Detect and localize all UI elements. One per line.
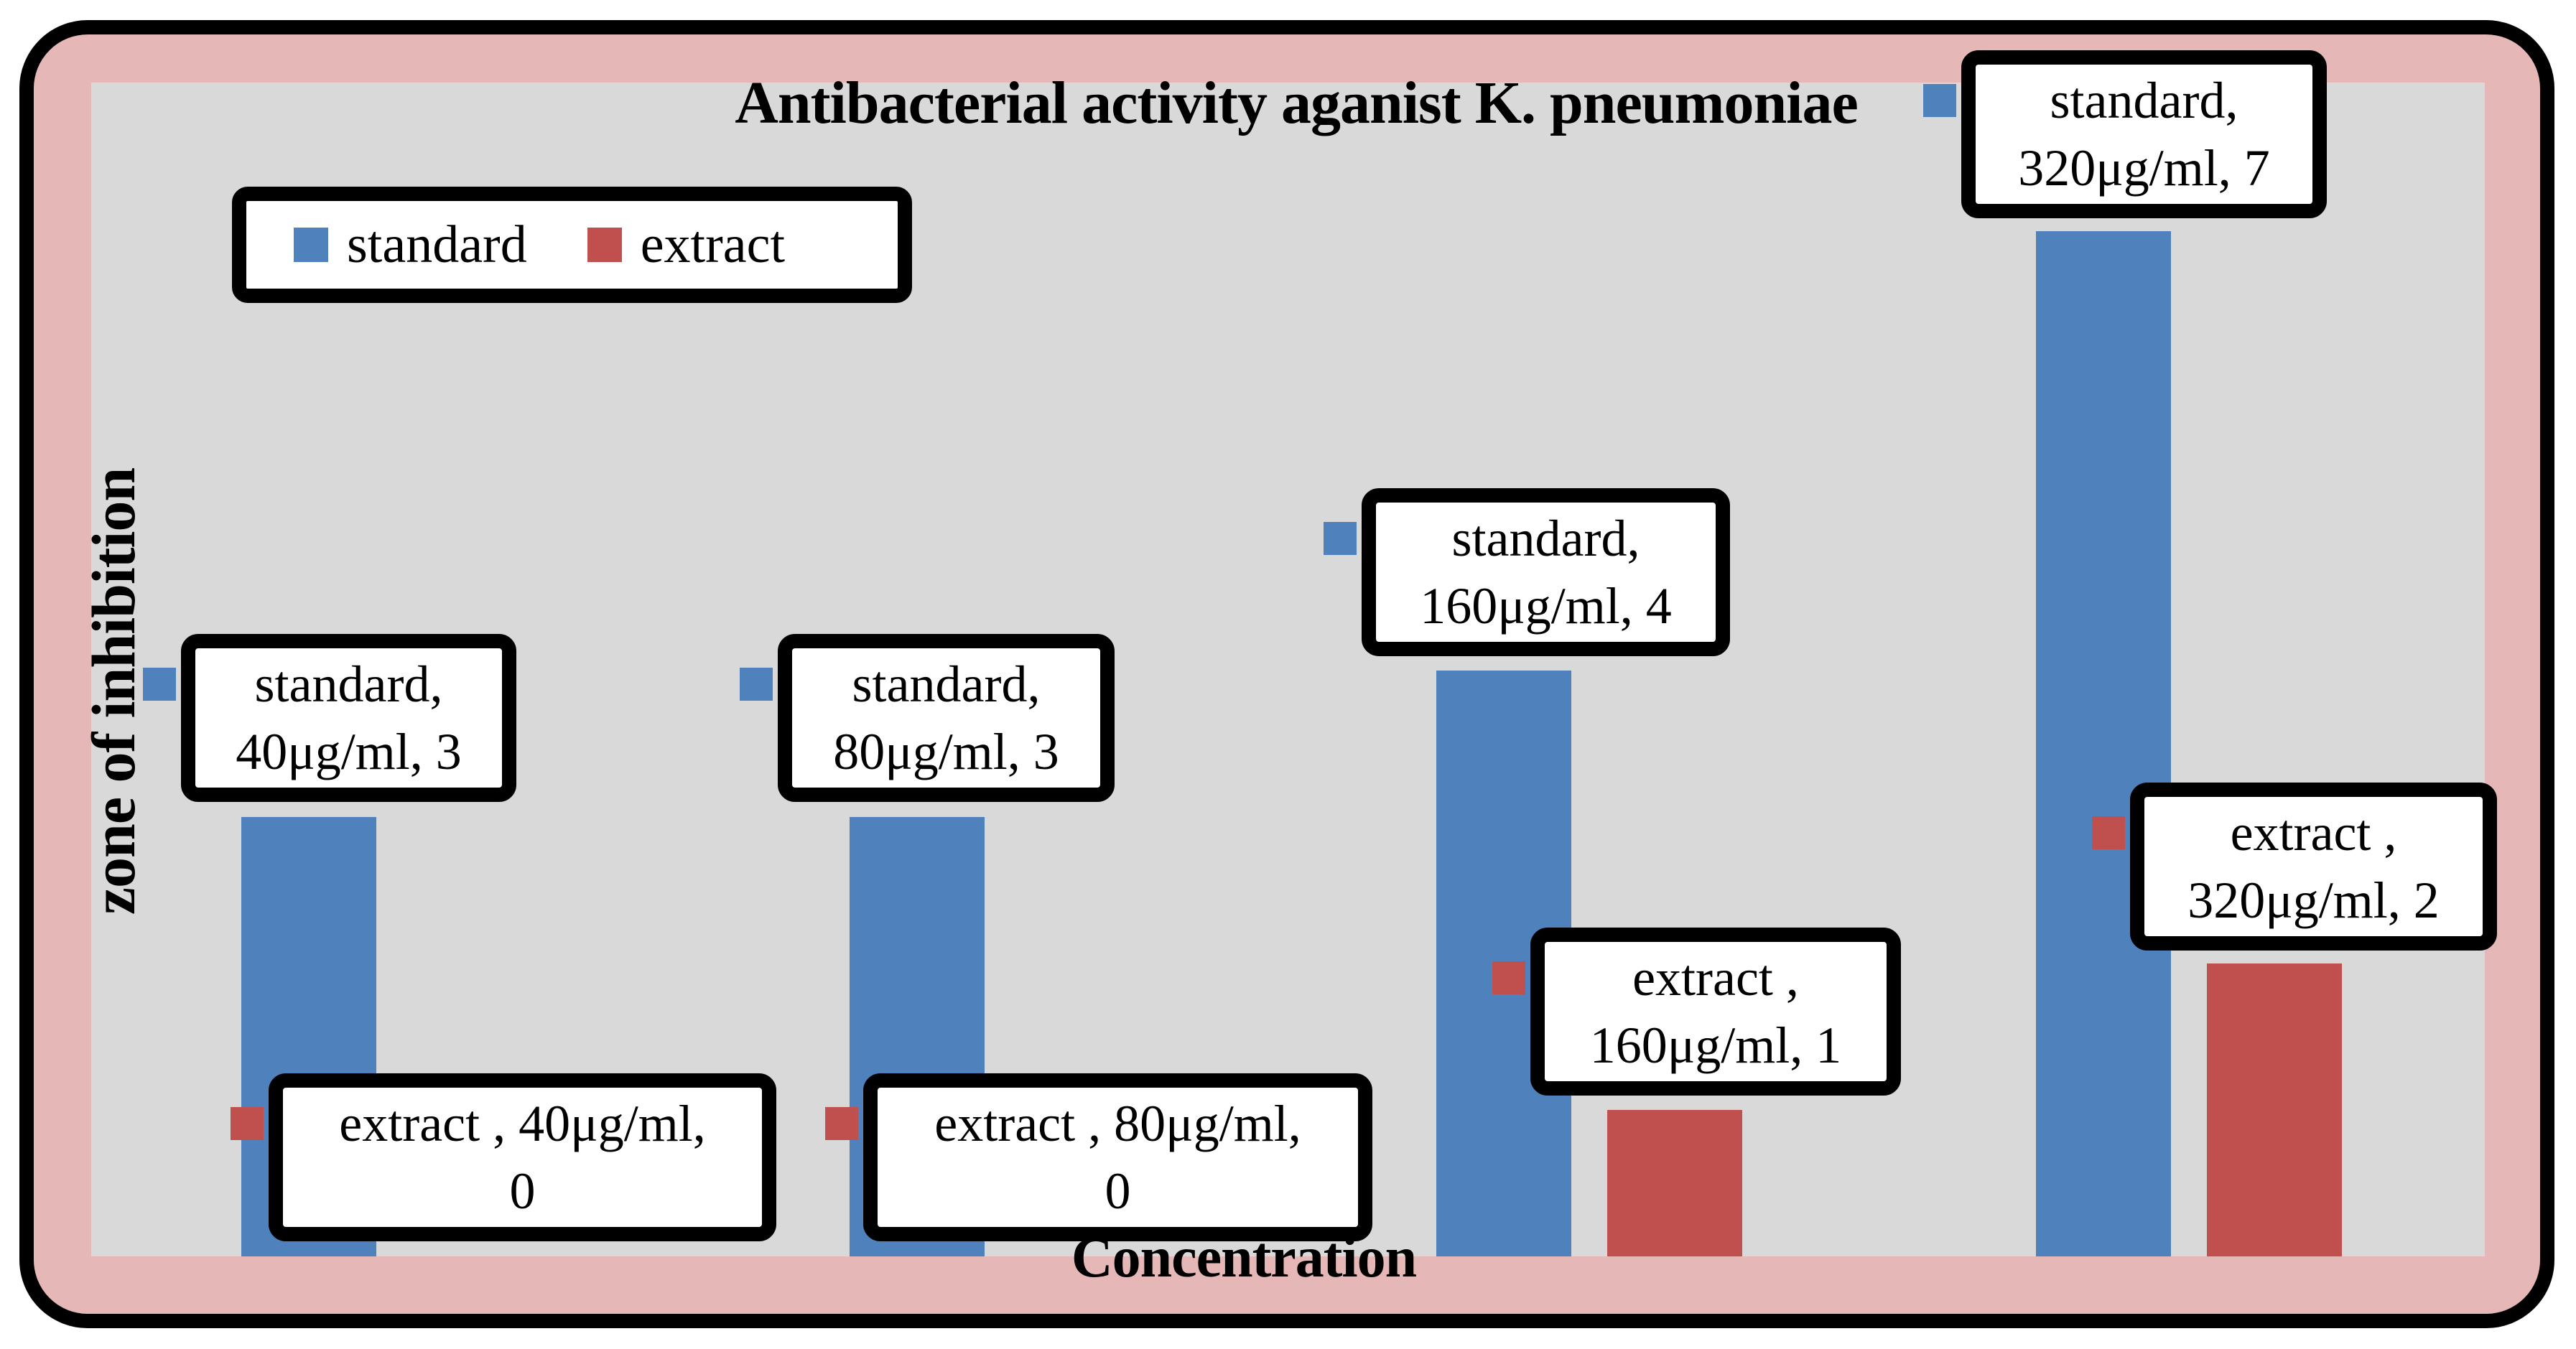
legend: standard extract	[232, 187, 912, 303]
data-label-line: 0	[509, 1162, 536, 1220]
chart-title: Antibacterial activity aganist K. pneumo…	[735, 70, 1859, 136]
marker-extract-80ugml-icon	[825, 1107, 858, 1140]
marker-extract-40ugml-icon	[231, 1107, 264, 1140]
legend-label-standard: standard	[347, 215, 527, 274]
data-label-standard-80ugml: standard, 80μg/ml, 3	[778, 634, 1115, 802]
data-label-line: 320μg/ml, 7	[2018, 139, 2270, 197]
marker-extract-320ugml-icon	[2092, 816, 2125, 849]
data-label-line: 160μg/ml, 1	[1589, 1017, 1842, 1074]
data-label-line: extract ,	[1632, 949, 1799, 1007]
bar-standard-320ugml	[2036, 231, 2171, 1256]
data-label-line: 160μg/ml, 4	[1420, 577, 1672, 635]
bar-extract-160ugml	[1607, 1110, 1742, 1256]
data-label-line: 0	[1105, 1162, 1131, 1220]
data-label-line: standard,	[852, 655, 1041, 713]
data-label-line: extract ,	[2230, 804, 2397, 862]
y-axis-label: zone of inhibition	[79, 467, 148, 915]
data-label-extract-320ugml: extract , 320μg/ml, 2	[2130, 783, 2497, 951]
data-label-line: standard,	[1451, 510, 1640, 567]
legend-label-extract: extract	[640, 215, 785, 274]
data-label-line: 320μg/ml, 2	[2187, 872, 2440, 929]
marker-standard-40ugml-icon	[143, 668, 176, 701]
data-label-standard-160ugml: standard, 160μg/ml, 4	[1362, 488, 1730, 656]
bar-extract-320ugml	[2207, 963, 2342, 1256]
x-axis-label: Concentration	[1071, 1226, 1417, 1289]
data-label-line: extract , 80μg/ml,	[934, 1095, 1301, 1152]
legend-swatch-extract	[587, 228, 622, 262]
data-label-extract-40ugml: extract , 40μg/ml, 0	[269, 1073, 776, 1241]
marker-standard-320ugml-icon	[1923, 84, 1956, 117]
marker-standard-160ugml-icon	[1324, 522, 1357, 555]
data-label-line: standard,	[254, 655, 443, 713]
marker-standard-80ugml-icon	[740, 668, 773, 701]
legend-swatch-standard	[294, 228, 328, 262]
data-label-line: extract , 40μg/ml,	[339, 1095, 706, 1152]
data-label-line: standard,	[2050, 72, 2238, 129]
data-label-standard-320ugml: standard, 320μg/ml, 7	[1961, 50, 2327, 218]
data-label-extract-160ugml: extract , 160μg/ml, 1	[1530, 928, 1901, 1096]
data-label-extract-80ugml: extract , 80μg/ml, 0	[863, 1073, 1372, 1241]
data-label-line: 40μg/ml, 3	[236, 723, 462, 780]
marker-extract-160ugml-icon	[1492, 961, 1525, 994]
data-label-standard-40ugml: standard, 40μg/ml, 3	[181, 634, 516, 802]
data-label-line: 80μg/ml, 3	[833, 723, 1059, 780]
